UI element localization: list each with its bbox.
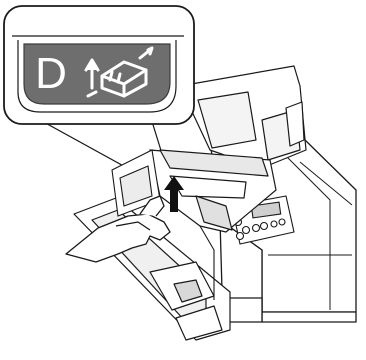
callout-label-letter: D	[31, 48, 71, 100]
